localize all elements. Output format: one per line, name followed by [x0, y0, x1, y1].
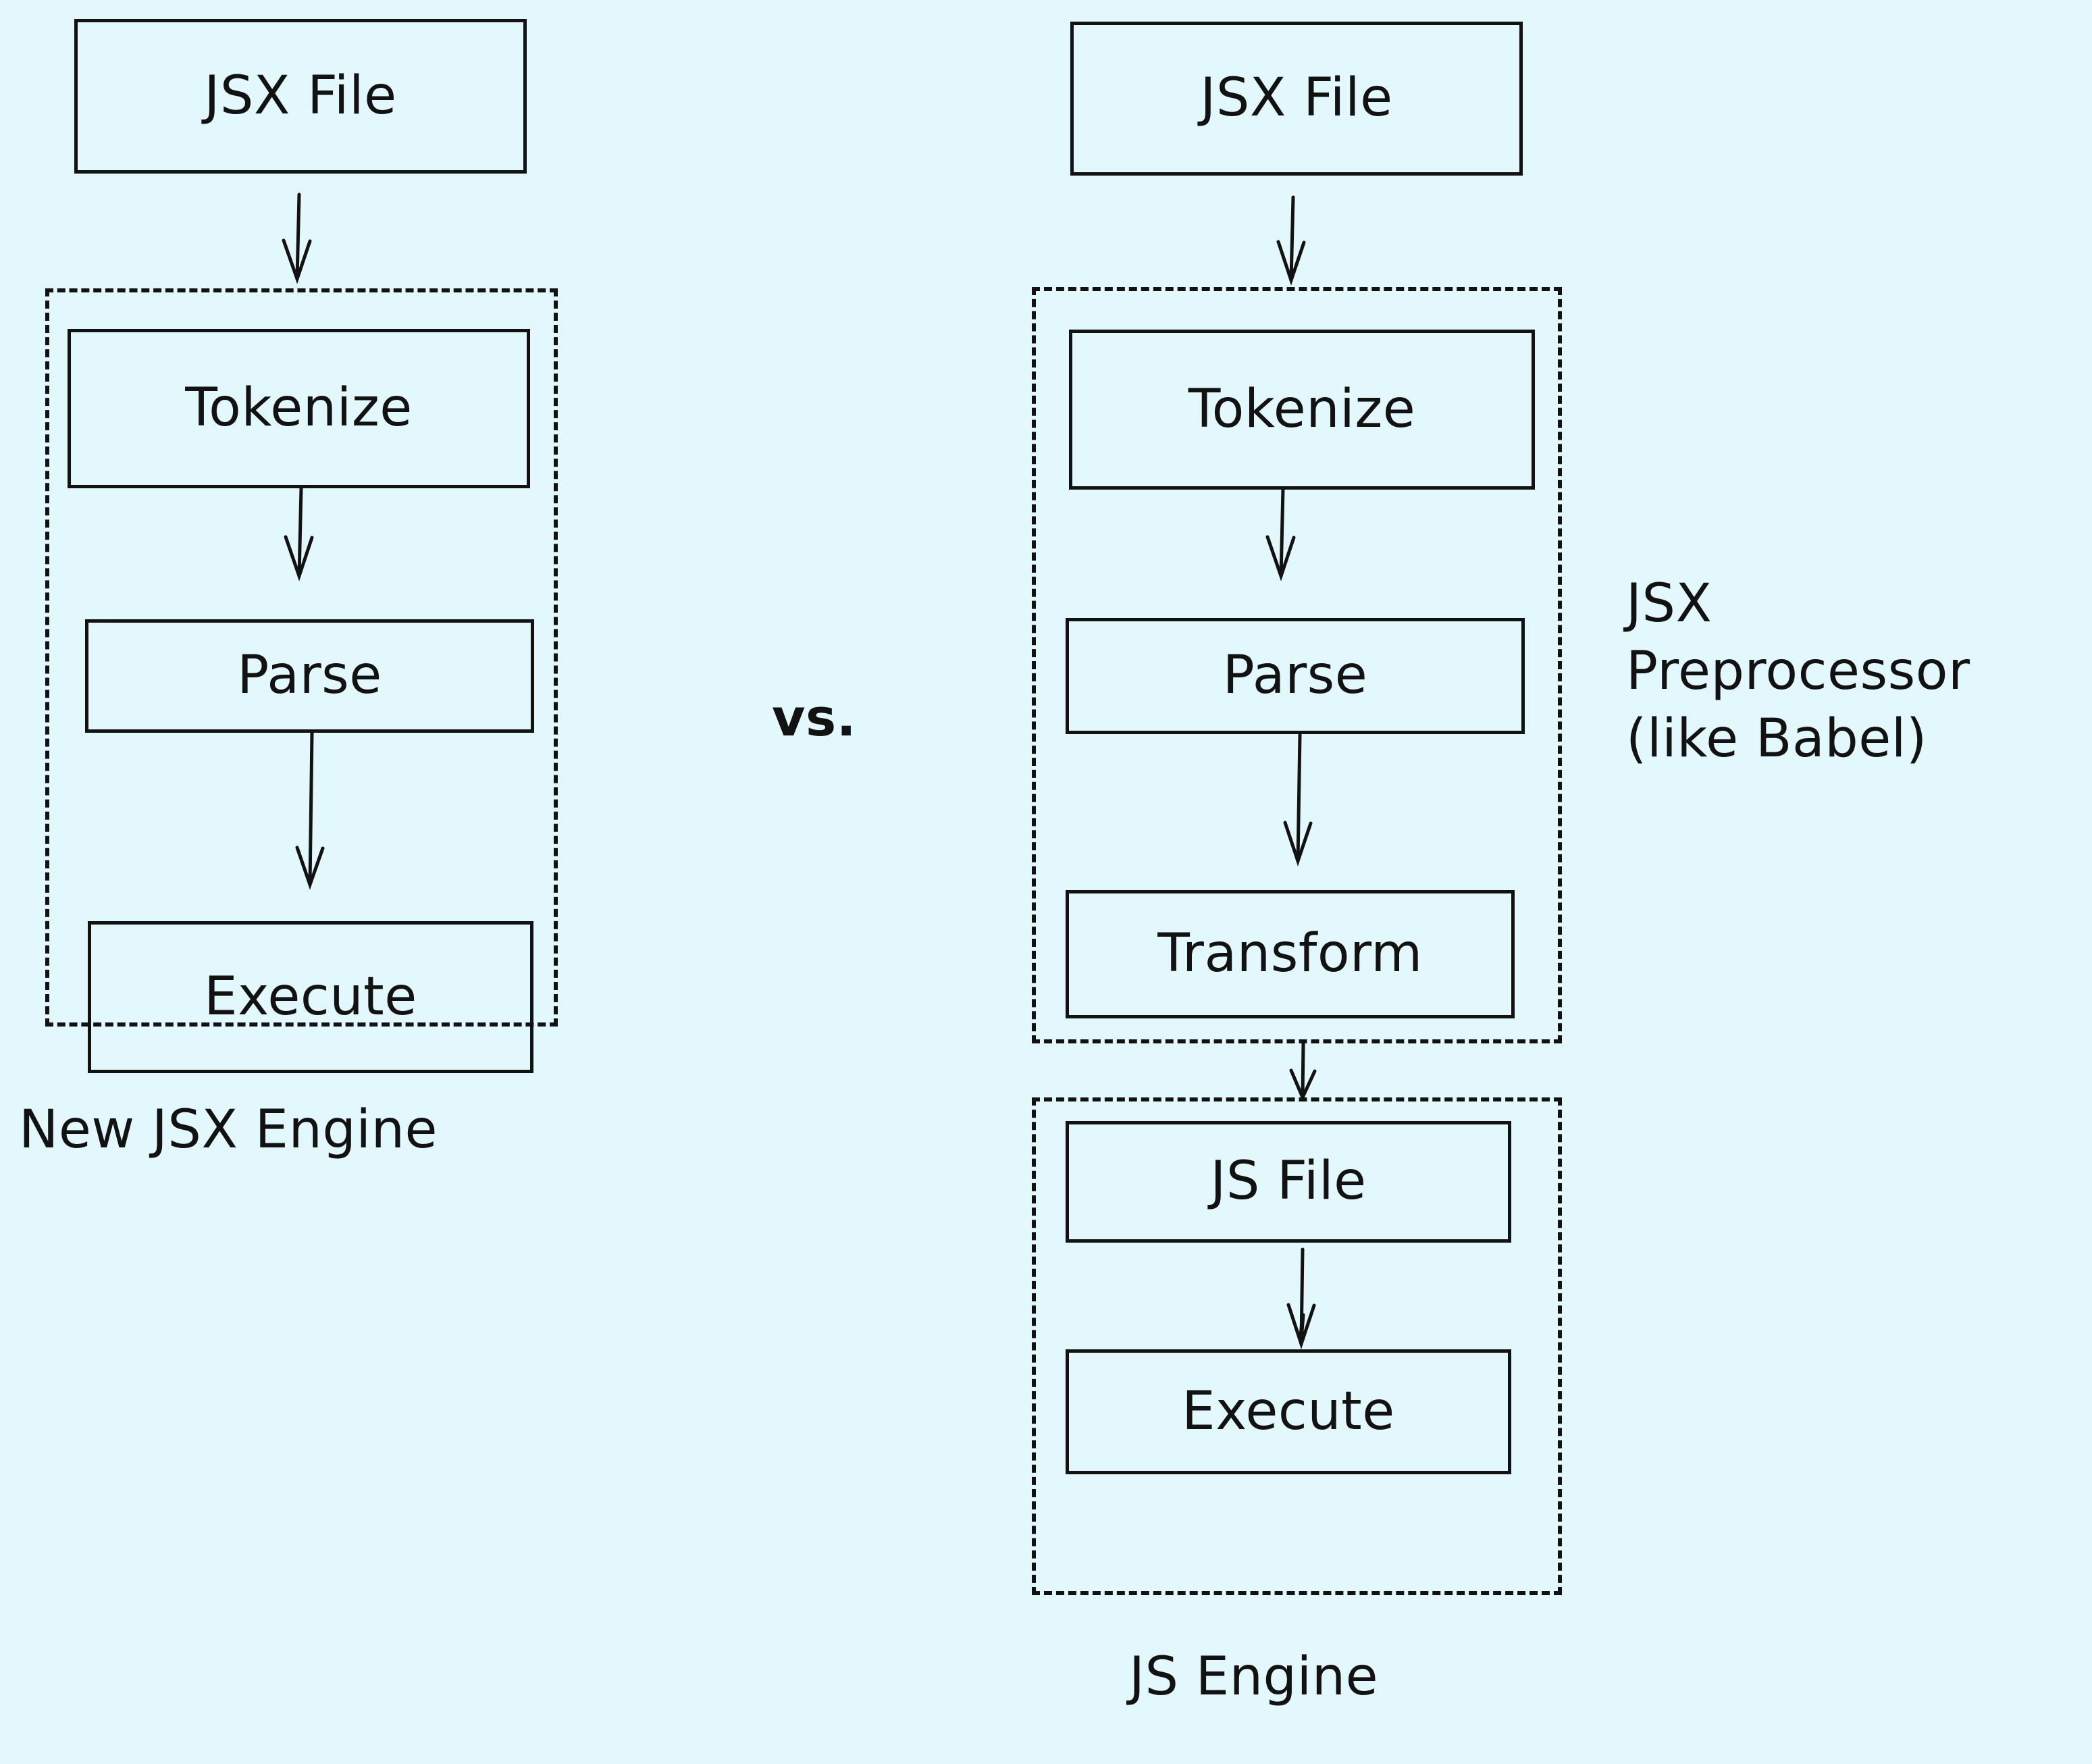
node-left-jsx-file-label: JSX File: [204, 65, 397, 126]
arrow-left-jsxfile-to-group: [282, 192, 312, 284]
node-left-parse-label: Parse: [237, 645, 382, 706]
node-right-jsx-file-label: JSX File: [1200, 68, 1393, 129]
label-jsx-preprocessor: JSX Preprocessor (like Babel): [1626, 573, 1970, 769]
node-right-execute[interactable]: Execute: [1066, 1349, 1511, 1474]
node-right-transform-label: Transform: [1157, 923, 1423, 985]
node-left-execute[interactable]: Execute: [88, 921, 533, 1073]
node-right-execute-label: Execute: [1182, 1380, 1395, 1442]
node-right-parse-label: Parse: [1222, 645, 1368, 706]
node-left-tokenize-label: Tokenize: [185, 378, 413, 439]
node-right-parse[interactable]: Parse: [1066, 618, 1525, 734]
group-jsx-preprocessor[interactable]: [1032, 287, 1562, 1043]
node-left-tokenize[interactable]: Tokenize: [68, 329, 530, 488]
node-right-jsx-file[interactable]: JSX File: [1070, 22, 1523, 176]
node-left-parse[interactable]: Parse: [85, 619, 534, 733]
label-vs: vs.: [772, 688, 857, 748]
node-left-jsx-file[interactable]: JSX File: [74, 19, 527, 174]
group-new-jsx-engine[interactable]: [45, 288, 558, 1027]
arrow-right-jsxfile-to-preprocessor: [1276, 195, 1306, 286]
arrow-right-preprocessor-to-engine: [1289, 1042, 1317, 1102]
node-right-js-file-label: JS File: [1210, 1151, 1367, 1212]
node-left-execute-label: Execute: [204, 966, 417, 1027]
group-js-engine[interactable]: [1032, 1097, 1562, 1595]
node-right-tokenize[interactable]: Tokenize: [1069, 330, 1535, 490]
node-right-transform[interactable]: Transform: [1066, 890, 1515, 1018]
label-new-jsx-engine: New JSX Engine: [19, 1099, 438, 1160]
node-right-tokenize-label: Tokenize: [1188, 378, 1416, 440]
label-js-engine: JS Engine: [1129, 1646, 1379, 1707]
node-right-js-file[interactable]: JS File: [1066, 1121, 1511, 1243]
